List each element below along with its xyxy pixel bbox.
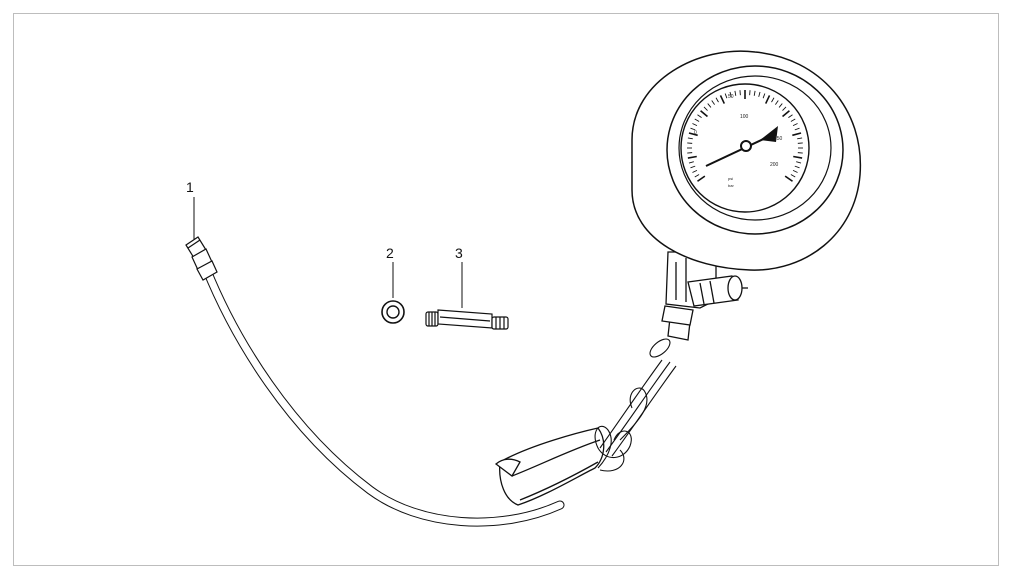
gauge-tick — [694, 174, 700, 178]
gauge-tick — [792, 123, 798, 127]
gauge-tick — [703, 106, 708, 111]
gauge-tick — [793, 155, 803, 159]
gauge-tick — [771, 97, 775, 103]
gauge-tick — [687, 137, 693, 140]
gauge-tick — [784, 175, 793, 182]
gauge-tick — [758, 91, 761, 97]
drawing-frame — [13, 13, 999, 566]
hose — [201, 263, 565, 527]
gauge-tick — [796, 161, 802, 164]
washer — [381, 300, 405, 324]
gauge-needle-hub — [740, 140, 752, 152]
gauge-tick — [715, 97, 719, 103]
gauge-tick — [782, 106, 787, 111]
gauge-scale-0: 0 — [694, 130, 697, 136]
gauge-tick — [762, 93, 766, 99]
callout-part-2: 2 — [386, 245, 394, 261]
gauge-tick — [697, 175, 706, 182]
gauge-tick — [792, 132, 802, 137]
gauge-tick — [794, 165, 800, 169]
hose-end-fitting — [185, 236, 218, 281]
gauge-tick — [729, 91, 732, 97]
callout-part-3: 3 — [455, 245, 463, 261]
gauge-tick — [782, 110, 790, 118]
gauge-tick — [707, 103, 712, 108]
gauge-unit-bar: bar — [728, 183, 734, 188]
gauge-tick — [794, 127, 800, 131]
gauge-tick — [690, 127, 696, 131]
gauge-tick — [687, 155, 697, 159]
gauge-unit-psi: psi — [728, 176, 733, 181]
gauge-tick — [719, 95, 726, 104]
gauge-tick — [694, 118, 700, 122]
gauge-scale-100: 100 — [740, 114, 749, 120]
gauge-tick — [697, 114, 702, 118]
gauge-tick — [688, 132, 698, 137]
gauge-dial: 0 50 100 150 200 psi bar — [680, 83, 810, 213]
gauge-needle — [705, 135, 771, 167]
gauge-ticks — [687, 90, 803, 182]
hose-sleeve — [494, 427, 605, 506]
coiled-cable — [594, 338, 677, 472]
release-valve — [687, 275, 748, 307]
gauge-tick — [775, 100, 779, 105]
gauge-scale-200: 200 — [770, 162, 779, 168]
gauge-tick — [711, 100, 715, 105]
gauge-tick — [778, 103, 783, 108]
gauge-tick — [790, 174, 796, 178]
gauge-tick — [788, 114, 793, 118]
gauge-tick — [724, 93, 728, 99]
gauge-tick — [692, 123, 698, 127]
gauge-tick — [688, 161, 694, 164]
gauge-tick — [797, 137, 803, 140]
gauge-tick — [690, 165, 696, 169]
gauge-tick — [764, 95, 771, 104]
gauge-scale-50: 50 — [728, 94, 734, 100]
adapter — [425, 309, 509, 330]
gauge-tick — [790, 118, 796, 122]
gauge-tick — [700, 110, 708, 118]
gauge-tick — [692, 169, 698, 173]
gauge-tick — [753, 90, 756, 96]
gauge-scale-150: 150 — [774, 136, 783, 142]
callout-part-1: 1 — [186, 179, 194, 195]
gauge-tick — [792, 169, 798, 173]
gauge-tick — [734, 90, 737, 96]
